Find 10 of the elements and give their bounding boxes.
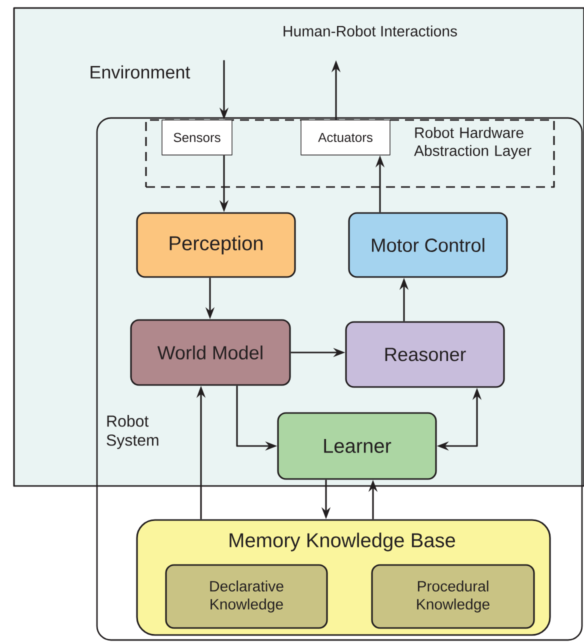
process-box: Motor Control <box>348 212 508 278</box>
process-box: World Model <box>130 319 291 386</box>
interaction-label: Human-Robot Interactions <box>284 26 457 36</box>
sensors-box: Sensors <box>162 120 232 156</box>
process-box: Learner <box>277 412 437 480</box>
knowledge-box: Declarative Knowledge <box>165 564 328 629</box>
process-box: Reasoner <box>345 321 505 388</box>
knowledge-box: Procedural Knowledge <box>371 564 535 629</box>
actuators-box: Actuators <box>300 120 390 156</box>
process-box: Perception <box>136 212 296 278</box>
